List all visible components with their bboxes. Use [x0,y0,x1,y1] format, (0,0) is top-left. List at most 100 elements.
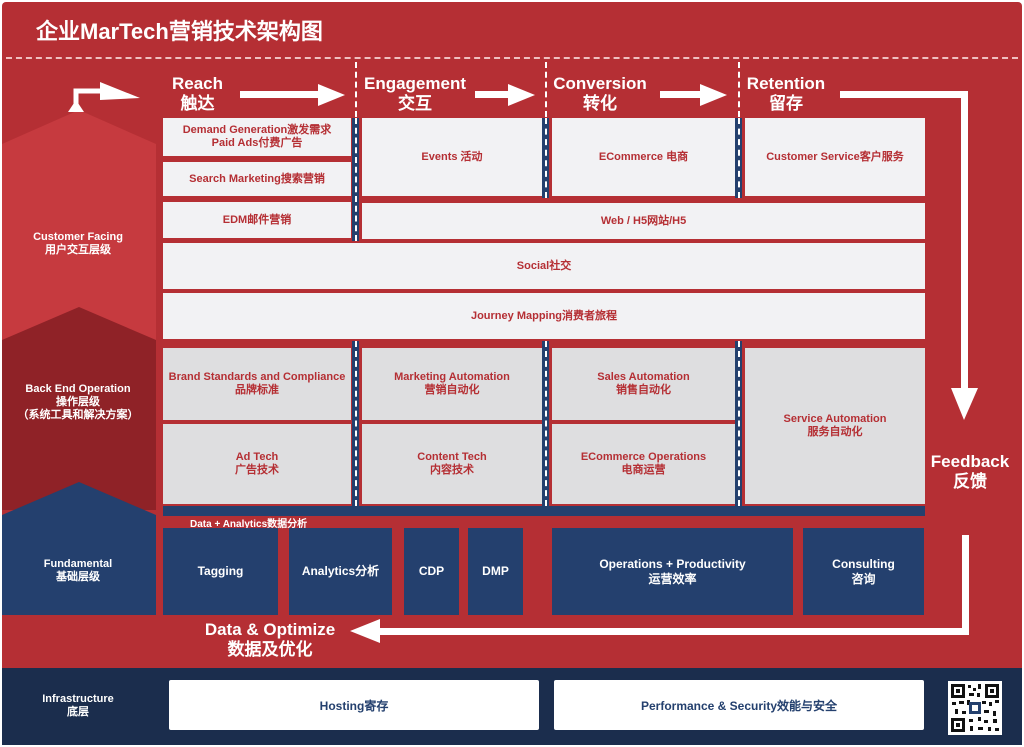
tagging-box: Tagging [163,528,278,615]
cdp-label: CDP [418,564,445,578]
hosting-box: Hosting寄存 [169,680,539,730]
journey-mapping-cell: Journey Mapping消费者旅程 [163,293,925,339]
feedback-label-zh: 反馈 [953,472,987,491]
layer-label-en: Fundamental [43,558,113,570]
service-automation-label-zh: 服务自动化 [807,426,863,438]
layer-label-zh: 用户交互层级 [45,244,111,256]
consulting-label-zh: 咨询 [851,571,876,586]
stage-label-en: Engagement [363,74,467,93]
layer-label-zh: 基础层级 [56,571,100,583]
analytics-label: Analytics分析 [301,564,380,578]
feedback-arrow-shaft [961,91,968,391]
ad-tech-label-zh: 广告技术 [235,464,279,476]
ecommerce-operations-label-zh: 电商运营 [621,464,666,476]
edm-label: EDM邮件营销 [222,213,292,226]
demand-generation-cell: Demand Generation激发需求 Paid Ads付费广告 [163,118,351,156]
stage-separator [738,62,740,117]
performance-security-label: Performance & Security效能与安全 [640,698,838,713]
ecommerce-operations-label-en: ECommerce Operations [580,451,707,463]
performance-security-box: Performance & Security效能与安全 [554,680,924,730]
layer-chevrons [2,110,156,615]
column-divider [735,118,742,198]
optimize-arrow-shaft [378,628,968,635]
layer-customer-facing: Customer Facing 用户交互层级 [8,231,148,257]
stage-label-zh: 触达 [180,94,215,113]
engagement-arrow-shaft [475,91,510,98]
stage-label-zh: 留存 [769,94,803,113]
layer-label-sub: （系统工具和解决方案） [17,409,139,421]
stage-label-zh: 转化 [583,94,617,113]
consulting-label-en: Consulting [832,556,895,571]
marketing-automation-label-en: Marketing Automation [394,371,510,383]
layer-label-en: Infrastructure [42,693,114,705]
customer-service-cell: Customer Service客户服务 [745,118,925,196]
analytics-box: Analytics分析 [289,528,392,615]
page-title: 企业MarTech营销技术架构图 [36,19,323,44]
layer-label-zh: 底层 [67,706,89,718]
stage-label-en: Retention [746,74,826,93]
sales-automation-label-zh: 销售自动化 [616,384,671,396]
brand-standards-label-zh: 品牌标准 [235,384,279,396]
data-optimize-label-en: Data & Optimize [204,620,336,639]
dmp-label: DMP [482,564,509,578]
engagement-arrowhead [508,84,535,106]
layer-label-en: Back End Operation [25,383,131,395]
conversion-arrow-shaft [660,91,702,98]
service-automation-label-en: Service Automation [783,413,887,425]
content-tech-label-zh: 内容技术 [430,464,474,476]
layer-fundamental: Fundamental 基础层级 [8,558,148,584]
data-analytics-label: Data + Analytics数据分析 [190,519,308,530]
retention-arrow-shaft [840,91,968,98]
reach-entry-arrowhead [68,100,84,112]
edm-cell: EDM邮件营销 [163,202,351,238]
ecommerce-label: ECommerce 电商 [598,150,689,163]
optimize-arrow-vertical [962,535,969,635]
social-cell: Social社交 [163,243,925,289]
stage-separator [545,62,547,117]
reach-arrowhead [318,84,345,106]
feedback-label-en: Feedback [930,452,1010,471]
layer-label-en: Customer Facing [33,231,123,243]
content-tech-label-en: Content Tech [417,451,487,463]
title-divider [6,57,1018,59]
column-divider [352,118,359,241]
layer-back-end: Back End Operation 操作层级 （系统工具和解决方案） [8,383,148,422]
layer-infrastructure: Infrastructure 底层 [8,693,148,719]
events-cell: Events 活动 [362,118,542,196]
data-optimize-label-zh: 数据及优化 [227,640,313,659]
operations-label-zh: 运营效率 [648,571,697,586]
reach-arrowhead-left [100,82,140,100]
customer-facing-chevron [2,110,156,340]
cdp-box: CDP [404,528,459,615]
ecommerce-cell: ECommerce 电商 [552,118,735,196]
data-analytics-bar [163,506,925,516]
column-divider [352,341,359,506]
tagging-label: Tagging [197,564,244,578]
hosting-label: Hosting寄存 [319,698,389,713]
optimize-arrowhead [350,619,380,643]
fundamental-chevron [2,482,156,615]
search-marketing-label: Search Marketing搜索营销 [189,172,325,185]
qr-code-icon [948,681,1002,735]
feedback-arrowhead [951,388,978,420]
ad-tech-label-en: Ad Tech [235,451,279,463]
operations-label-en: Operations + Productivity [599,556,746,571]
stage-separator [355,62,357,117]
web-h5-cell: Web / H5网站/H5 [362,203,925,239]
demand-generation-label: Demand Generation激发需求 [182,124,332,136]
column-divider [542,118,549,198]
